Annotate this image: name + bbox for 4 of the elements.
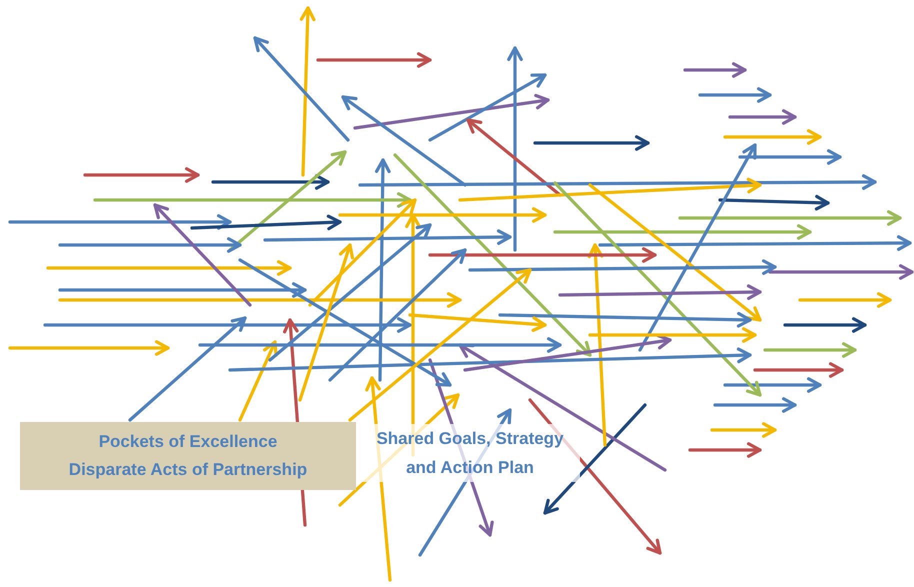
- panel-text: Pockets of Excellence: [98, 432, 278, 452]
- text-panel: [20, 422, 356, 490]
- caption-text: Shared Goals, Strategy and Action Plan: [360, 424, 580, 482]
- panel-text: Disparate Acts of Partnership: [68, 460, 308, 480]
